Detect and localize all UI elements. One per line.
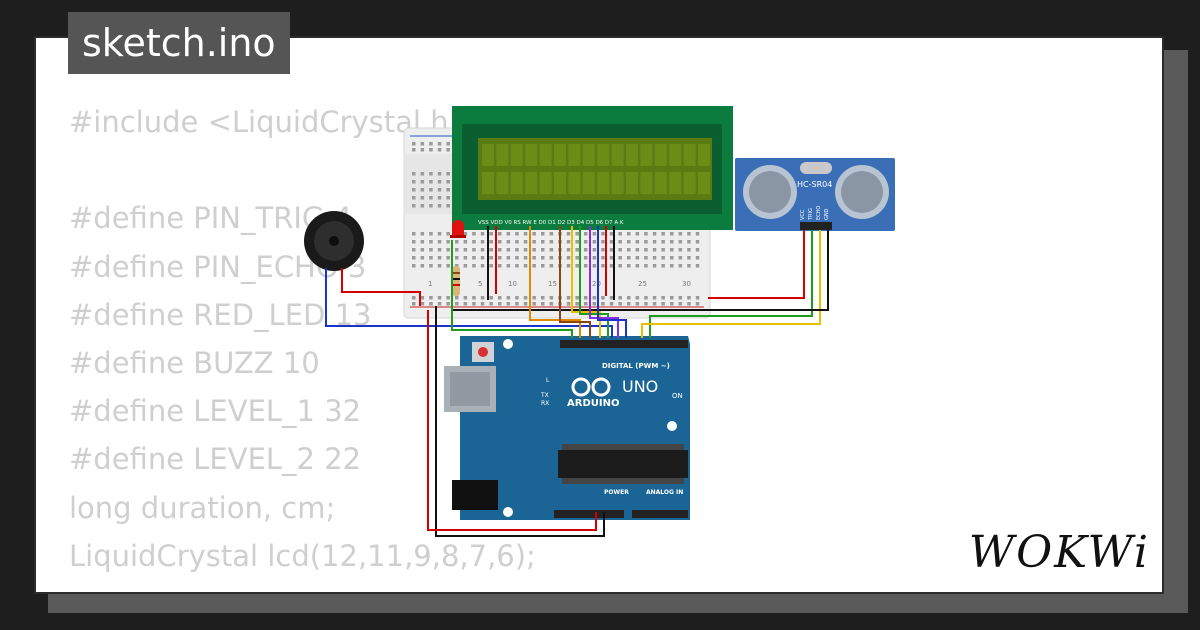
wire-lcd-d4 <box>571 226 601 338</box>
resistor <box>452 266 460 296</box>
code-preview: #include <LiquidCrystal.h>#define PIN_TR… <box>69 98 536 580</box>
wire-sensor-gnd <box>452 230 829 311</box>
wire-sensor-echo <box>641 230 821 338</box>
code-line: #define RED_LED 13 <box>69 297 372 332</box>
on-led-label: ON <box>672 392 683 400</box>
analog-label: ANALOG IN <box>646 489 683 496</box>
svg-text:30: 30 <box>682 280 691 288</box>
buzzer <box>304 211 364 271</box>
wire-lcd-d6 <box>589 226 619 338</box>
wire-lcd-rs <box>529 226 581 338</box>
code-line: #define BUZZ 10 <box>69 345 320 380</box>
wire-sensor-trig <box>649 230 813 338</box>
arduino-uno: DIGITAL (PWM ~) ARDUINO UNO ON POWER ANA… <box>444 336 690 520</box>
code-line: #define LEVEL_1 32 <box>69 394 362 429</box>
power-label: POWER <box>604 489 629 496</box>
wire-lcd-d5 <box>579 226 609 338</box>
wire-buzzer-blue <box>325 268 613 338</box>
svg-text:25: 25 <box>638 280 647 288</box>
svg-text:GND: GND <box>824 208 830 220</box>
svg-text:RX: RX <box>541 400 549 407</box>
svg-text:1: 1 <box>428 280 432 288</box>
svg-text:20: 20 <box>592 280 601 288</box>
breadboard-numbers: 1 5 10 15 20 25 30 <box>428 280 691 288</box>
wire-buzzer-red <box>341 268 421 306</box>
code-line: #define PIN_TRIG 4 <box>69 201 353 236</box>
wires <box>325 226 829 537</box>
ultrasonic-sensor: HC-SR04 VCC TRIG ECHO GND <box>735 158 895 231</box>
digital-label: DIGITAL (PWM ~) <box>602 362 670 370</box>
red-led <box>450 220 466 238</box>
arduino-brand: ARDUINO <box>567 398 619 409</box>
wire-gnd-black <box>435 306 605 537</box>
svg-text:TRIG: TRIG <box>808 208 814 221</box>
code-line: #define LEVEL_2 22 <box>69 442 362 477</box>
lcd-pin-labels: VSS VDD V0 RS RW E D0 D1 D2 D3 D4 D5 D6 … <box>478 220 624 226</box>
wire-lcd-d7 <box>597 226 627 338</box>
svg-text:ECHO: ECHO <box>816 206 822 220</box>
sensor-label: HC-SR04 <box>797 180 832 189</box>
code-line: long duration, cm; <box>69 490 336 525</box>
svg-text:5: 5 <box>478 280 482 288</box>
sketch-title: sketch.ino <box>68 12 290 74</box>
wire-sensor-vcc <box>708 230 805 299</box>
svg-text:TX: TX <box>540 392 549 399</box>
wokwi-logo: WOKWi <box>968 527 1150 578</box>
svg-text:L: L <box>546 377 550 384</box>
svg-text:15: 15 <box>548 280 557 288</box>
wire-5v-red <box>427 310 597 531</box>
wire-led <box>451 240 573 338</box>
wire-lcd-e <box>559 226 591 338</box>
code-line: LiquidCrystal lcd(12,11,9,8,7,6); <box>69 538 536 573</box>
lcd-display: VSS VDD V0 RS RW E D0 D1 D2 D3 D4 D5 D6 … <box>452 106 733 230</box>
arduino-model: UNO <box>622 377 658 396</box>
svg-text:VCC: VCC <box>800 209 806 220</box>
svg-text:10: 10 <box>508 280 517 288</box>
